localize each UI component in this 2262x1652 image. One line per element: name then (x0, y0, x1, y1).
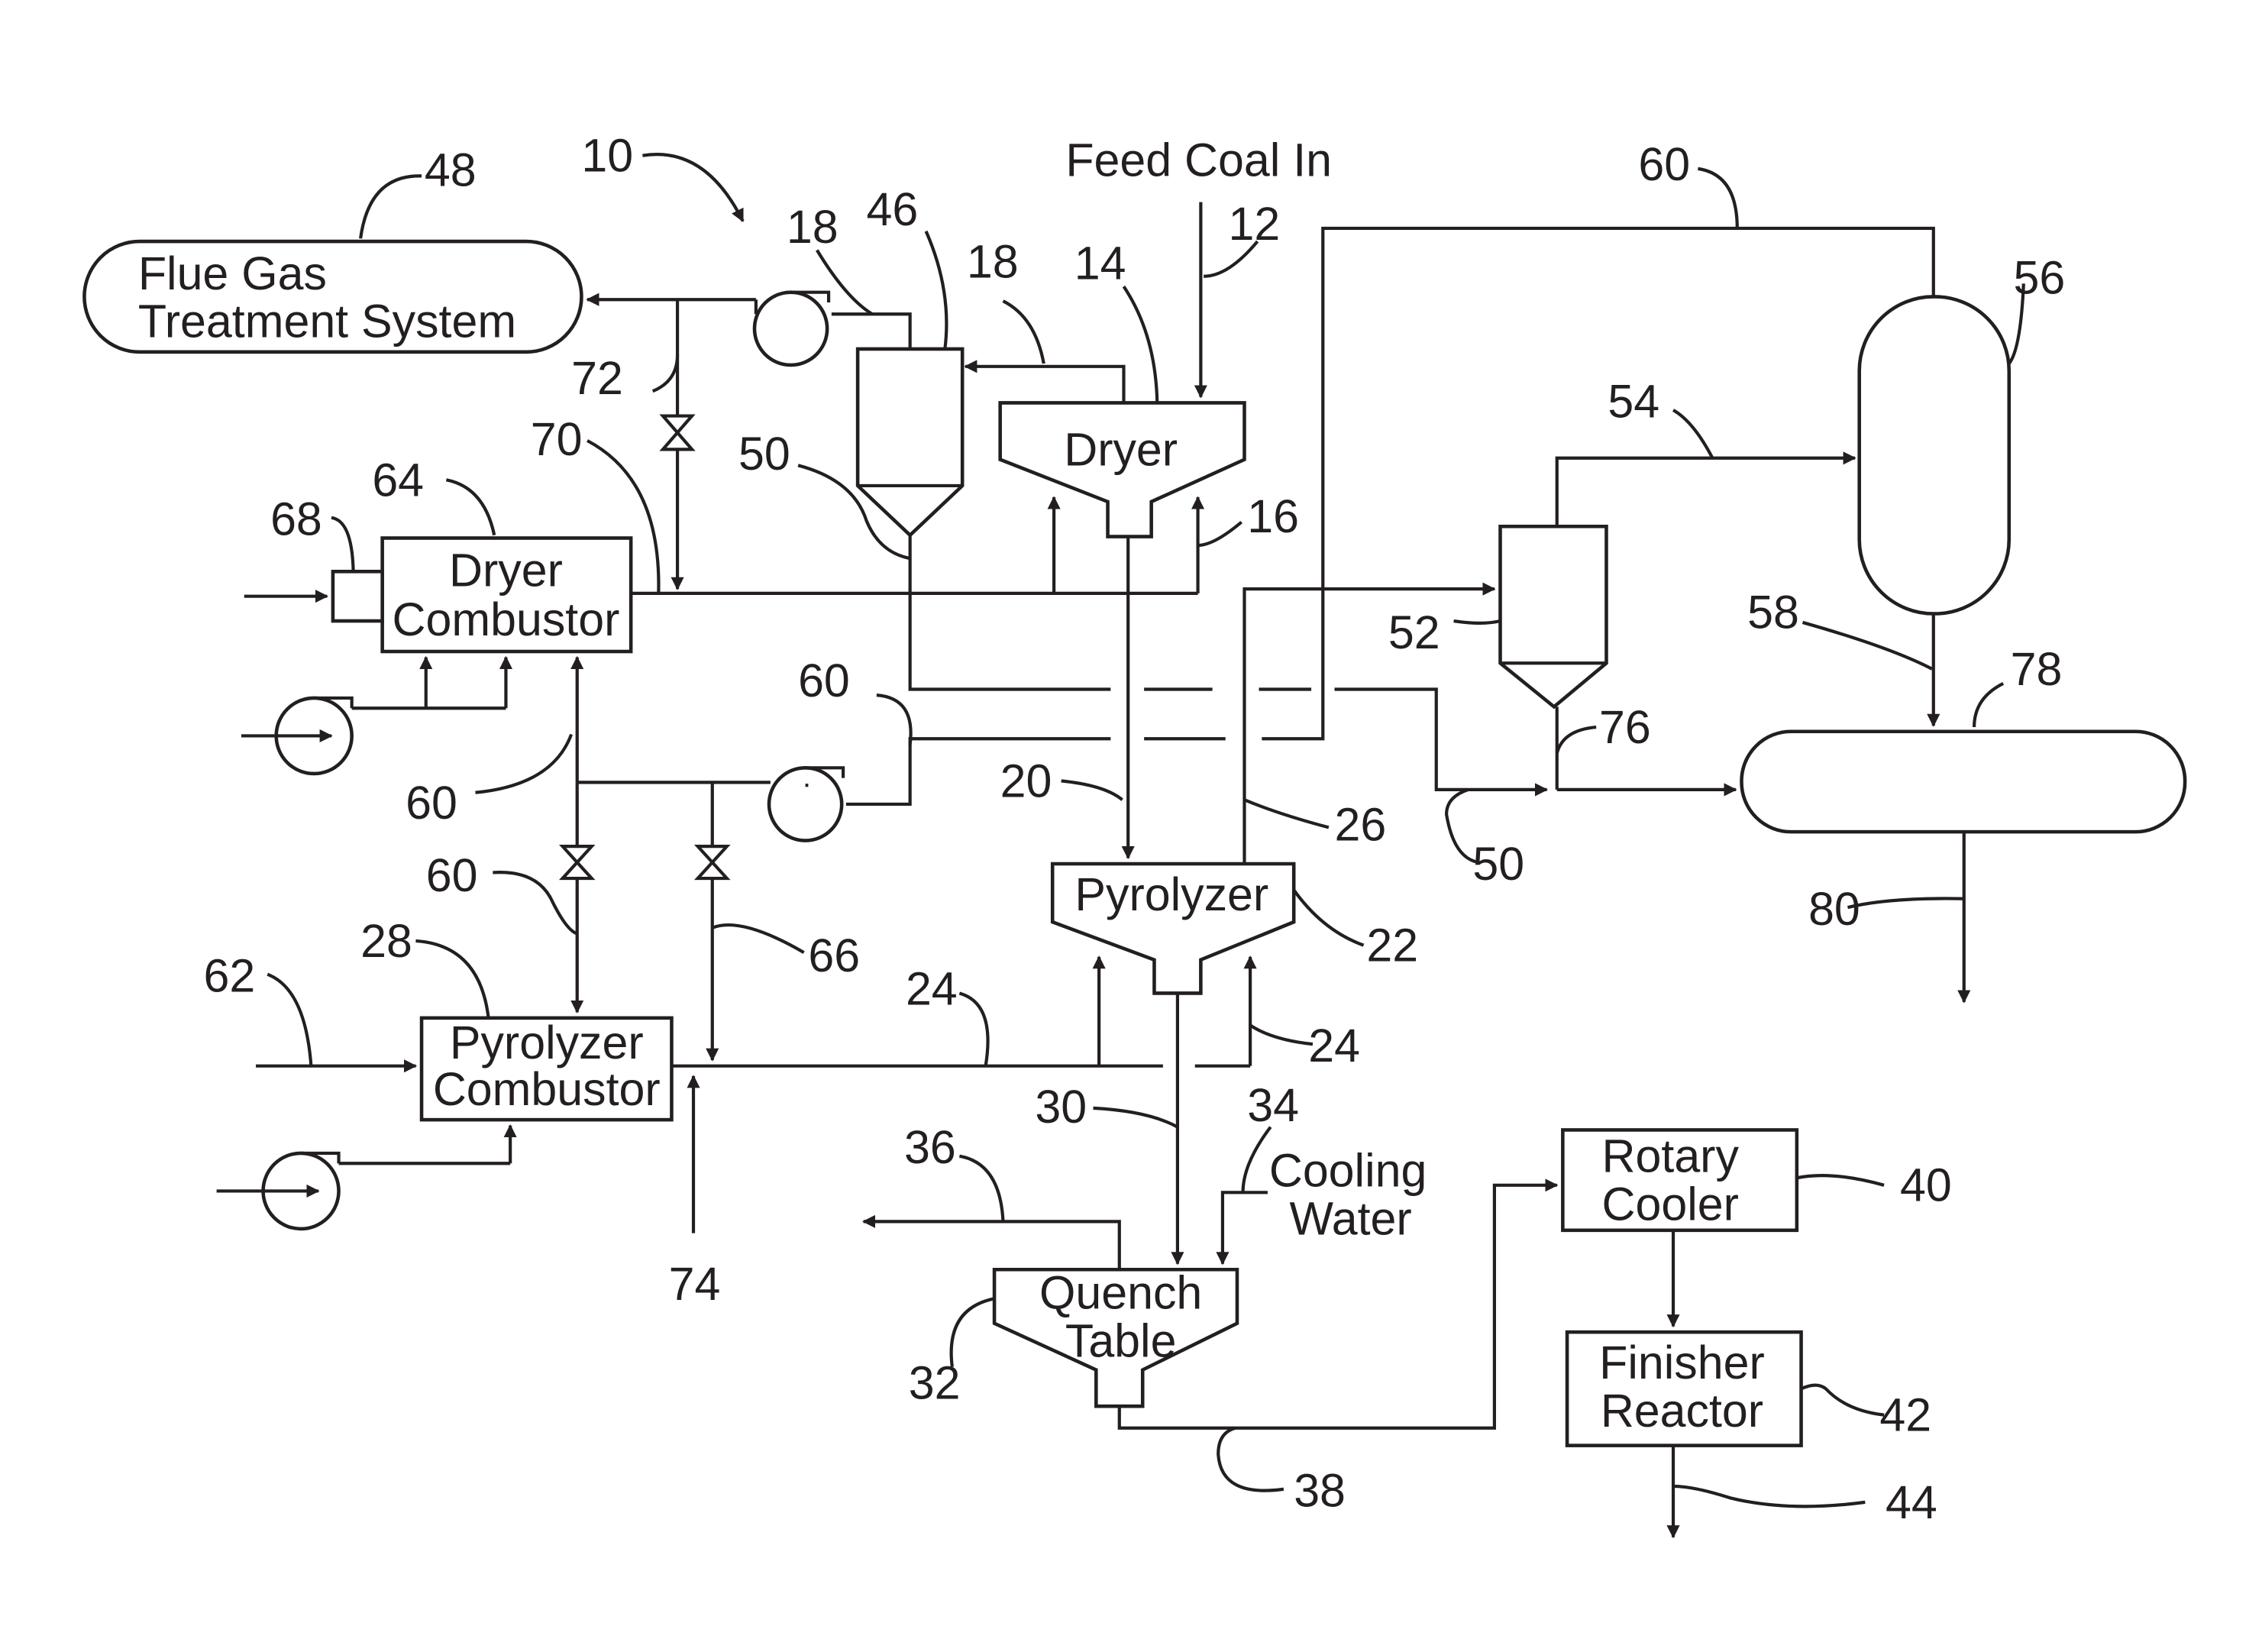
ref-74: 74 (669, 1258, 721, 1310)
dryer-combustor-label-1: Dryer (449, 544, 563, 596)
ref-52: 52 (1388, 606, 1440, 658)
ref-50-line: 50 (1472, 838, 1524, 890)
rotary-cooler: Rotary Cooler (1562, 1130, 1796, 1230)
ref-54: 54 (1608, 375, 1659, 427)
ref-50-cyclone: 50 (738, 428, 790, 480)
ref-24-right: 24 (1308, 1020, 1360, 1072)
burner-box (333, 571, 383, 621)
ref-24-left: 24 (906, 963, 958, 1015)
horizontal-tank (1742, 732, 2186, 832)
ref-26: 26 (1335, 799, 1387, 851)
cooling-water-label-1: Cooling (1269, 1145, 1427, 1197)
finisher-reactor-label-1: Finisher (1599, 1337, 1765, 1389)
separator-column (1860, 296, 2009, 613)
pyrolyzer-combustor-label-2: Combustor (433, 1063, 661, 1115)
ref-18-cyclone: 18 (787, 201, 839, 253)
ref-48: 48 (425, 144, 477, 196)
ref-68: 68 (270, 493, 322, 545)
ref-34: 34 (1247, 1079, 1299, 1131)
ref-76: 76 (1599, 701, 1651, 753)
valve-72 (663, 416, 692, 450)
dryer-combustor: Dryer Combustor (333, 538, 631, 651)
flue-gas-label-2: Treatment System (138, 296, 516, 348)
valve-66 (698, 846, 727, 878)
dryer-cyclone (858, 349, 962, 535)
ref-36: 36 (904, 1121, 956, 1173)
ref-14: 14 (1074, 238, 1126, 289)
dryer-label: Dryer (1064, 423, 1178, 475)
ref-60-top: 60 (1638, 138, 1690, 190)
flue-gas-treatment-system: Flue Gas Treatment System (84, 241, 581, 352)
feed-coal-in-label: Feed Coal In (1065, 134, 1332, 186)
ref-60-recycle: 60 (798, 655, 850, 706)
ref-64: 64 (372, 454, 424, 506)
product-cyclone (1501, 526, 1607, 706)
ref-18-dryer: 18 (967, 236, 1019, 288)
ref-70: 70 (531, 413, 583, 465)
ref-40: 40 (1900, 1159, 1952, 1211)
quench-table-label-2: Table (1065, 1314, 1177, 1366)
ref-10: 10 (581, 130, 633, 182)
ref-62: 62 (204, 950, 256, 1002)
quench-table-label-1: Quench (1039, 1267, 1202, 1319)
ref-32: 32 (909, 1357, 961, 1409)
pyrolyzer-combustor-label-1: Pyrolyzer (450, 1017, 644, 1068)
rotary-cooler-label-2: Cooler (1602, 1178, 1739, 1230)
ref-72: 72 (571, 352, 623, 404)
ref-80: 80 (1808, 883, 1860, 935)
ref-46: 46 (867, 183, 919, 235)
ref-30: 30 (1035, 1081, 1087, 1133)
dryer-combustor-label-2: Combustor (393, 593, 620, 645)
flue-gas-label-1: Flue Gas (138, 247, 327, 299)
ref-44: 44 (1886, 1476, 1937, 1528)
ref-28: 28 (360, 915, 412, 967)
blower-recycle (769, 768, 843, 840)
ref-20: 20 (1000, 755, 1052, 807)
cooling-water-label-2: Water (1289, 1193, 1411, 1245)
ref-60-valve: 60 (426, 849, 478, 901)
pyrolyzer-label: Pyrolyzer (1074, 868, 1268, 920)
dryer-vessel: Dryer (1000, 402, 1245, 536)
ref-58: 58 (1747, 587, 1799, 638)
ref-38: 38 (1294, 1465, 1346, 1517)
ref-56: 56 (2013, 252, 2065, 304)
ref-60-combustor: 60 (406, 777, 457, 829)
ref-12: 12 (1229, 198, 1281, 250)
ref-66: 66 (808, 929, 860, 981)
pyrolyzer-combustor: Pyrolyzer Combustor (422, 1017, 671, 1120)
ref-42: 42 (1879, 1389, 1931, 1441)
finisher-reactor-label-2: Reactor (1601, 1385, 1763, 1437)
rotary-cooler-label-1: Rotary (1602, 1130, 1740, 1182)
pyrolyzer-vessel: Pyrolyzer (1052, 864, 1294, 993)
valve-60 (563, 846, 592, 878)
finisher-reactor: Finisher Reactor (1567, 1332, 1801, 1446)
ref-16: 16 (1247, 490, 1299, 542)
ref-22: 22 (1366, 920, 1418, 971)
blower-flue-gas (755, 293, 829, 365)
ref-78: 78 (2011, 643, 2063, 695)
quench-table: Quench Table (994, 1267, 1237, 1407)
